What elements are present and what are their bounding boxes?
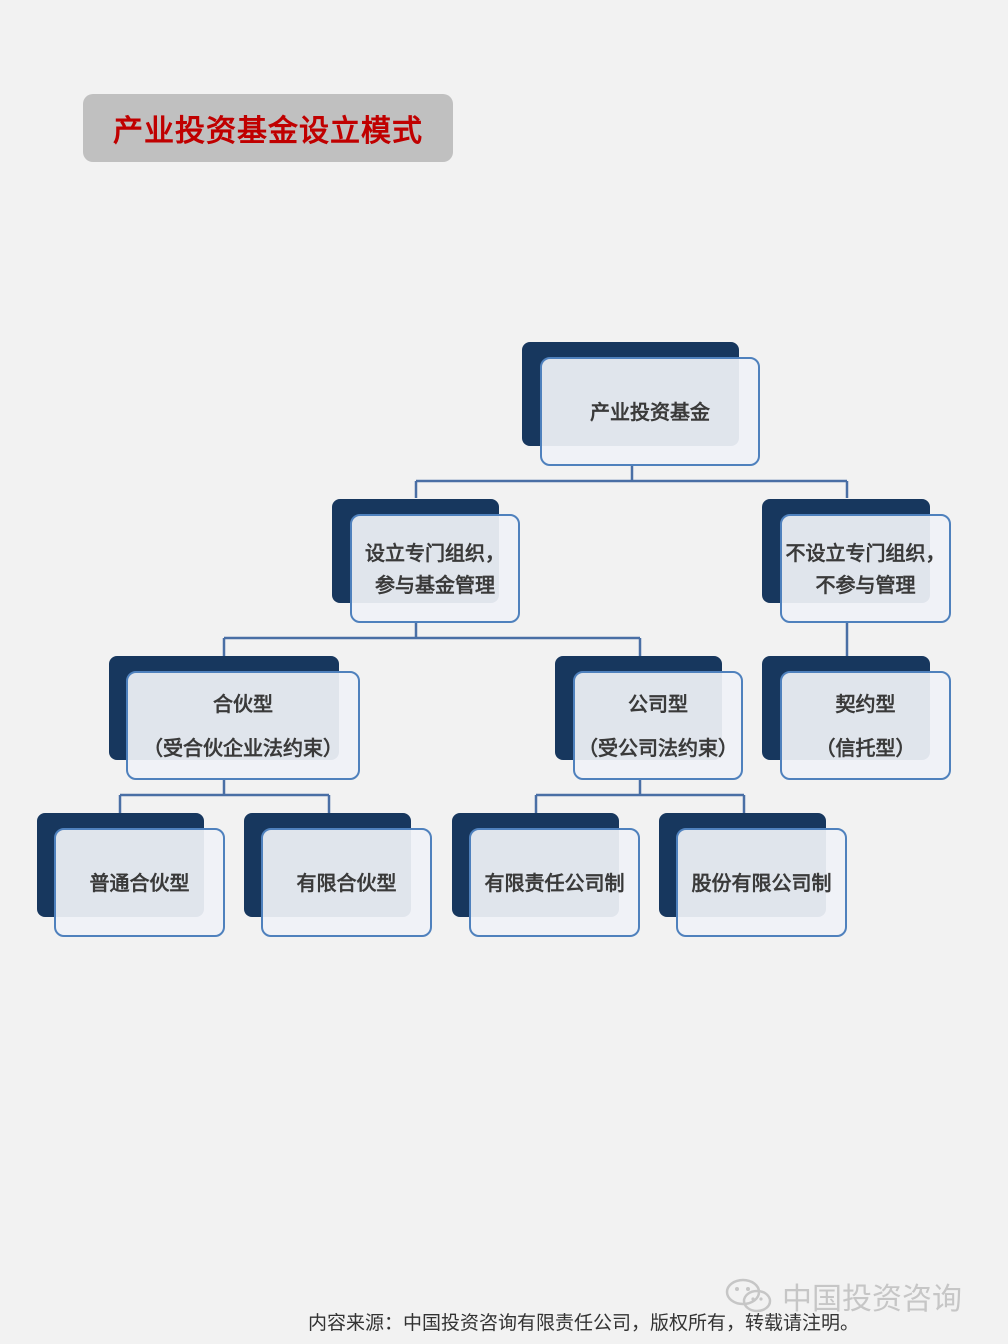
node-no-dedicated-org-line2: 不参与管理	[815, 572, 916, 597]
node-partnership: 合伙型 （受合伙企业法约束）	[109, 656, 360, 780]
node-limited-partnership-label: 有限合伙型	[296, 870, 397, 895]
source-footer: 内容来源：中国投资咨询有限责任公司，版权所有，转载请注明。	[308, 1312, 860, 1334]
node-partnership-line1: 合伙型	[213, 691, 273, 716]
node-joint-stock-company: 股份有限公司制	[659, 813, 847, 937]
node-limited-partnership: 有限合伙型	[244, 813, 432, 937]
node-dedicated-org-line2: 参与基金管理	[375, 572, 495, 597]
node-company-line2: （受公司法约束）	[578, 735, 738, 760]
connector-partnership	[118, 779, 331, 813]
node-limited-liability-company: 有限责任公司制	[452, 813, 640, 937]
watermark: 中国投资咨询	[724, 1274, 962, 1318]
connector-dedicated	[222, 622, 642, 656]
node-general-partnership: 普通合伙型	[37, 813, 225, 937]
wechat-icon	[725, 1278, 772, 1313]
node-joint-stock-company-label: 股份有限公司制	[691, 870, 832, 895]
node-contract-line1: 契约型	[835, 691, 896, 716]
node-contract-line2: （信托型）	[815, 735, 916, 760]
node-company: 公司型 （受公司法约束）	[555, 656, 743, 780]
node-contract: 契约型 （信托型）	[762, 656, 951, 780]
watermark-text: 中国投资咨询	[782, 1282, 962, 1317]
node-company-line1: 公司型	[628, 691, 688, 716]
node-dedicated-org: 设立专门组织， 参与基金管理	[332, 499, 520, 623]
node-partnership-line2: （受合伙企业法约束）	[143, 735, 343, 760]
node-no-dedicated-org-line1: 不设立专门组织，	[785, 540, 946, 565]
node-root: 产业投资基金	[522, 342, 760, 466]
node-limited-liability-company-label: 有限责任公司制	[484, 870, 625, 895]
connector-root	[414, 466, 849, 498]
page-title: 产业投资基金设立模式	[113, 114, 423, 149]
node-root-label: 产业投资基金	[590, 399, 710, 424]
title-banner: 产业投资基金设立模式	[83, 94, 453, 162]
node-no-dedicated-org: 不设立专门组织， 不参与管理	[762, 499, 951, 623]
connector-company	[534, 779, 746, 813]
node-dedicated-org-line1: 设立专门组织，	[365, 540, 505, 565]
node-general-partnership-label: 普通合伙型	[89, 870, 190, 895]
